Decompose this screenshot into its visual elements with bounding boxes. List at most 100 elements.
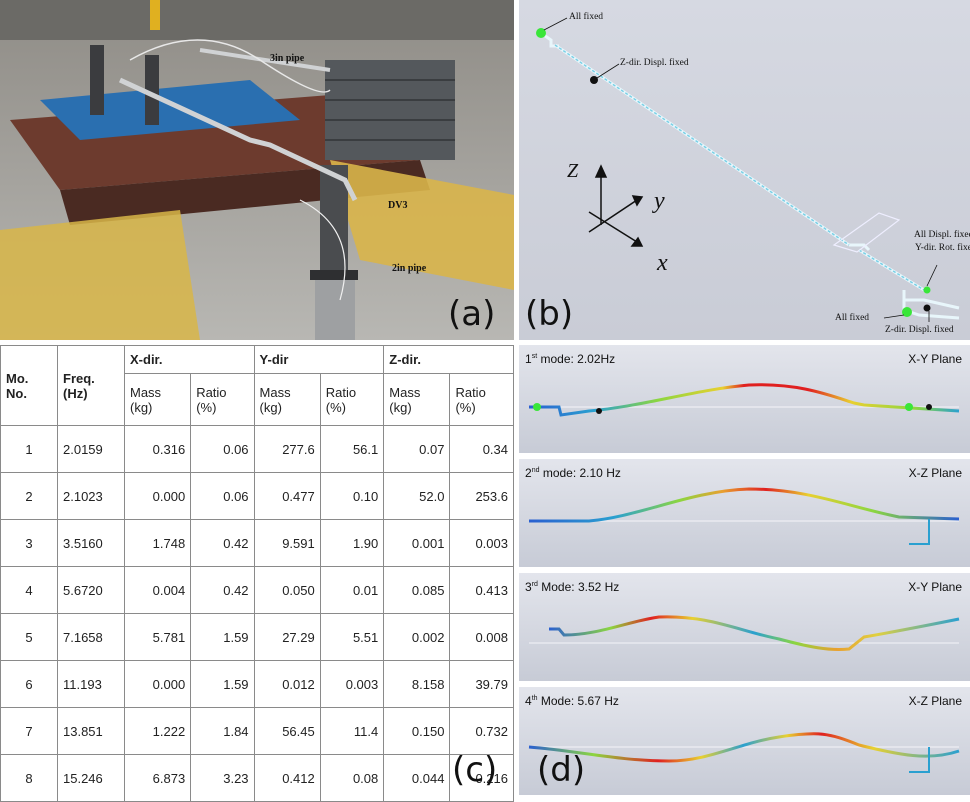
test-setup-photo [0, 0, 514, 340]
mode-number-cell: 3 [0, 519, 58, 567]
value-cell: 253.6 [449, 472, 514, 520]
value-cell: 0.01 [319, 566, 385, 614]
value-cell: 0.003 [449, 519, 514, 567]
value-cell: 0.085 [383, 566, 451, 614]
x-axis-label: x [657, 250, 668, 276]
value-cell: 9.591 [253, 519, 321, 567]
header-y-ratio: Ratio (%) [319, 373, 385, 426]
header-y-mass: Mass (kg) [253, 373, 321, 426]
value-cell: 0.42 [190, 566, 255, 614]
value-cell: 0.06 [190, 472, 255, 520]
header-z-mass: Mass (kg) [383, 373, 451, 426]
mode-shapes-panel: 1st mode: 2.02Hz X-Y Plane 2nd mode: 2.1… [519, 345, 970, 802]
value-cell: 0.003 [319, 660, 385, 708]
mode-title: 1st mode: 2.02Hz [525, 352, 616, 366]
mode-shape-curve [528, 732, 960, 773]
value-cell: 0.413 [449, 566, 514, 614]
dv3-label: DV3 [388, 200, 408, 211]
value-cell: 11.193 [57, 660, 125, 708]
all-fixed-bottom-label: All fixed [835, 313, 870, 323]
value-cell: 7.1658 [57, 613, 125, 661]
value-cell: 0.008 [449, 613, 514, 661]
mode-plane: X-Y Plane [908, 580, 962, 594]
panel-label-c: (c) [452, 750, 498, 790]
mode-number-cell: 2 [0, 472, 58, 520]
mode-shape-2: 2nd mode: 2.10 Hz X-Z Plane [519, 459, 970, 567]
header-zdir: Z-dir. [383, 345, 514, 374]
mode-plane: X-Z Plane [908, 466, 962, 480]
value-cell: 3.5160 [57, 519, 125, 567]
mode-shape-3: 3rd Mode: 3.52 Hz X-Y Plane [519, 573, 970, 681]
z-axis-label: Z [567, 160, 579, 182]
mode-plane: X-Y Plane [908, 352, 962, 366]
value-cell: 6.873 [123, 754, 192, 802]
mode-number-cell: 5 [0, 613, 58, 661]
y-rot-fixed-label: Y-dir. Rot. fixed [915, 243, 970, 253]
value-cell: 27.29 [253, 613, 321, 661]
value-cell: 2.1023 [57, 472, 125, 520]
mode-shape-curve [529, 383, 960, 417]
value-cell: 2.0159 [57, 425, 125, 473]
value-cell: 0.06 [190, 425, 255, 473]
value-cell: 56.45 [253, 707, 321, 755]
value-cell: 52.0 [383, 472, 451, 520]
mode-title: 2nd mode: 2.10 Hz [525, 466, 621, 480]
value-cell: 0.012 [253, 660, 321, 708]
value-cell: 5.51 [319, 613, 385, 661]
value-cell: 1.748 [123, 519, 192, 567]
value-cell: 0.412 [253, 754, 321, 802]
mode-shape-4: 4th Mode: 5.67 Hz X-Z Plane [519, 687, 970, 795]
value-cell: 0.34 [449, 425, 514, 473]
value-cell: 1.222 [123, 707, 192, 755]
mode-number-cell: 7 [0, 707, 58, 755]
value-cell: 1.90 [319, 519, 385, 567]
value-cell: 0.732 [449, 707, 514, 755]
model-panel: All fixed Z-dir. Displ. fixed All Displ.… [519, 0, 970, 340]
value-cell: 0.001 [383, 519, 451, 567]
value-cell: 39.79 [449, 660, 514, 708]
mode-number-cell: 1 [0, 425, 58, 473]
value-cell: 0.000 [123, 472, 192, 520]
z-fixed-bottom-label: Z-dir. Displ. fixed [885, 325, 954, 335]
value-cell: 8.158 [383, 660, 451, 708]
value-cell: 3.23 [190, 754, 255, 802]
mode-shape-1: 1st mode: 2.02Hz X-Y Plane [519, 345, 970, 453]
value-cell: 0.10 [319, 472, 385, 520]
panel-label-a: (a) [448, 294, 496, 334]
photo-panel: 3in pipe DV3 2in pipe (a) [0, 0, 514, 340]
value-cell: 1.84 [190, 707, 255, 755]
value-cell: 0.000 [123, 660, 192, 708]
value-cell: 0.002 [383, 613, 451, 661]
value-cell: 0.004 [123, 566, 192, 614]
panel-label-d: (d) [537, 750, 586, 790]
header-xdir: X-dir. [124, 345, 255, 374]
value-cell: 0.477 [253, 472, 321, 520]
mode-title: 3rd Mode: 3.52 Hz [525, 580, 620, 594]
modal-table-panel: Mo. No. Freq. (Hz) X-dir. Y-dir Z-dir. M… [0, 345, 514, 802]
value-cell: 1.59 [190, 613, 255, 661]
value-cell: 0.07 [383, 425, 451, 473]
z-fixed-top-label: Z-dir. Displ. fixed [620, 58, 689, 68]
header-x-ratio: Ratio (%) [190, 373, 255, 426]
value-cell: 0.08 [319, 754, 385, 802]
value-cell: 0.050 [253, 566, 321, 614]
mode-shape-curve [529, 615, 960, 651]
header-x-mass: Mass (kg) [123, 373, 192, 426]
value-cell: 5.781 [123, 613, 192, 661]
y-axis-label: y [654, 188, 665, 214]
mode-number-cell: 8 [0, 754, 58, 802]
header-freq: Freq. (Hz) [57, 345, 125, 426]
value-cell: 11.4 [319, 707, 385, 755]
fixed-point-top [536, 28, 546, 38]
mode-number-cell: 6 [0, 660, 58, 708]
value-cell: 0.150 [383, 707, 451, 755]
value-cell: 13.851 [57, 707, 125, 755]
header-mode: Mo. No. [0, 345, 58, 426]
header-z-ratio: Ratio (%) [449, 373, 514, 426]
mode-plane: X-Z Plane [908, 694, 962, 708]
panel-label-b: (b) [525, 294, 574, 334]
value-cell: 1.59 [190, 660, 255, 708]
